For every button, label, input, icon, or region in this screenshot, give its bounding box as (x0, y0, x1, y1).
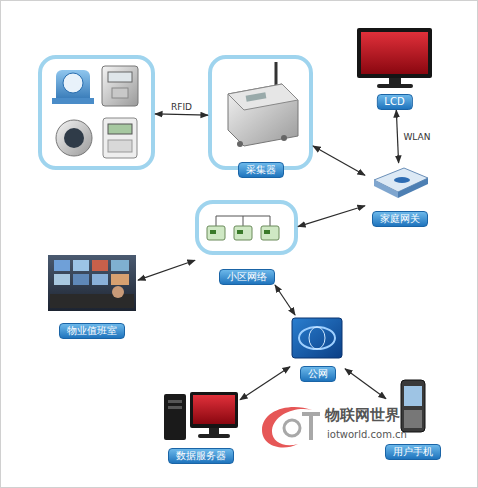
node-label: 数据服务器 (168, 448, 234, 464)
server-computer (164, 392, 238, 440)
water-meter (52, 70, 94, 104)
server-node: 数据服务器 (161, 388, 240, 464)
connector-arrow (298, 206, 365, 227)
collector-outline (210, 57, 311, 168)
network-switches (207, 216, 279, 240)
connector-arrow (345, 369, 386, 399)
gas-meter (102, 66, 138, 106)
meter-group (38, 55, 155, 170)
electric-meter (103, 118, 137, 158)
community-network-outline (197, 202, 296, 253)
connector-label: RFID (171, 102, 192, 112)
internet-icon (292, 318, 342, 358)
connector-arrow (275, 285, 295, 315)
node-label: 用户手机 (385, 444, 441, 460)
duty-room-node: 物业值班室 (46, 253, 138, 339)
heat-meter (56, 120, 92, 156)
collector-device (228, 62, 298, 147)
lcd-node: LCD (355, 26, 434, 110)
node-label: LCD (376, 94, 412, 110)
node-label: 采集器 (238, 162, 284, 178)
internet-node: 公网 (290, 315, 345, 382)
node-label: 家庭网关 (372, 211, 428, 227)
node-label: 物业值班室 (59, 323, 125, 339)
connector-arrow (155, 114, 208, 115)
watermark-text: 物联网世界 (325, 406, 400, 425)
collector-node: 采集器 (208, 55, 313, 178)
watermark-url: iotworld.com.cn (327, 429, 407, 440)
mobile-phone (401, 380, 425, 432)
connector-arrow (138, 260, 195, 280)
connector-label: WLAN (403, 132, 430, 142)
connector-arrow (396, 110, 398, 163)
connector-arrow (313, 146, 365, 175)
node-label: 小区网络 (219, 269, 275, 285)
node-label: 公网 (300, 366, 336, 382)
community-network-node: 小区网络 (195, 200, 298, 285)
gateway-device (374, 168, 428, 198)
lcd-monitor (357, 28, 432, 88)
duty-room-photo (48, 255, 136, 311)
connector-arrow (240, 367, 290, 400)
watermark-logo (262, 407, 320, 448)
meter-group-outline (40, 57, 153, 168)
gateway-node: 家庭网关 (365, 163, 435, 227)
